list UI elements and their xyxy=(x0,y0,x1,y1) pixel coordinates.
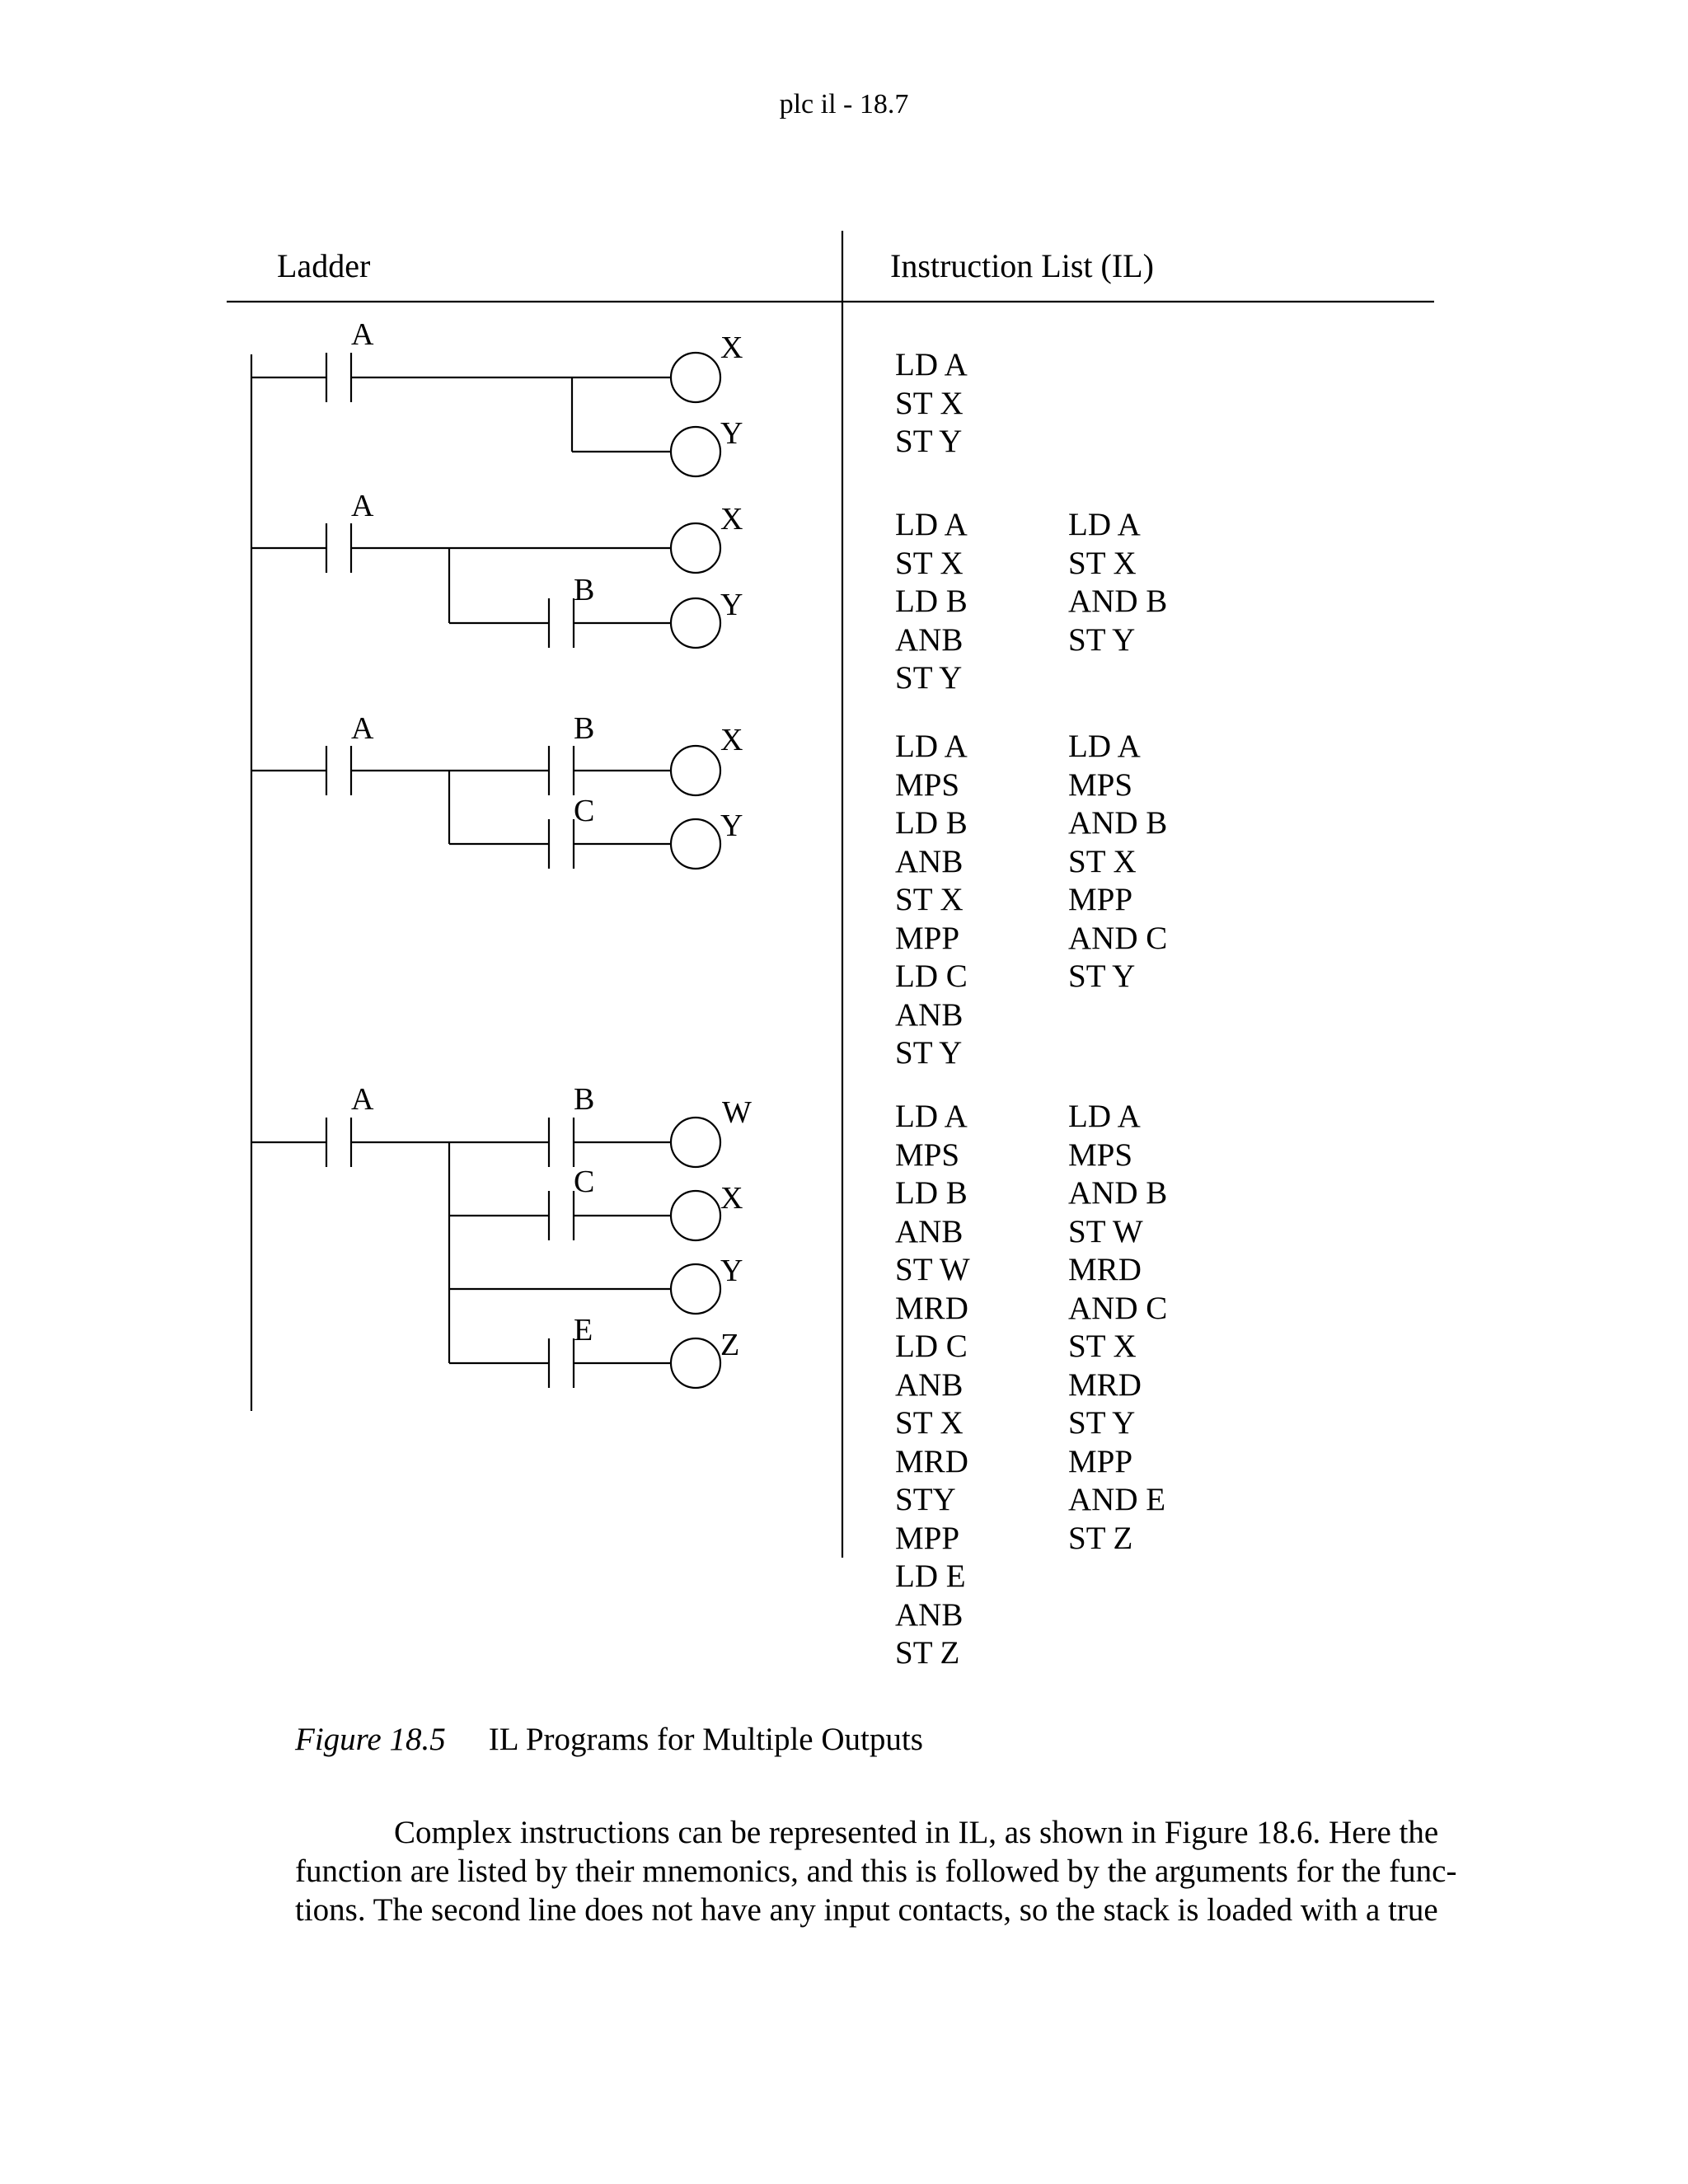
il-line: AND B xyxy=(1068,805,1168,841)
il-line: ANB xyxy=(895,1596,964,1633)
il-line: MPS xyxy=(1068,766,1133,803)
il-line: ST Y xyxy=(895,424,963,459)
il-line: MPS xyxy=(895,766,960,803)
il-line: ST Z xyxy=(1068,1520,1133,1556)
il-line: ST X xyxy=(895,545,964,581)
contact-label: E xyxy=(574,1313,593,1347)
il-line: AND C xyxy=(1068,920,1168,956)
il-program-3-col-b: LD A MPS AND B ST X MPP AND C ST Y xyxy=(1068,728,1167,996)
contact-label: C xyxy=(574,794,594,828)
il-line: MRD xyxy=(1068,1366,1142,1403)
page-header: plc il - 18.7 xyxy=(779,89,909,120)
il-line: ANB xyxy=(895,1366,964,1403)
il-line: LD E xyxy=(895,1558,966,1594)
coil-label: Y xyxy=(720,588,743,622)
coil-label: W xyxy=(722,1095,752,1130)
il-line: ST Z xyxy=(895,1635,960,1671)
il-line: MPP xyxy=(1068,1443,1133,1479)
rung-3 xyxy=(251,744,722,870)
il-program-4-col-b: LD A MPS AND B ST W MRD AND C ST X MRD S… xyxy=(1068,1098,1167,1558)
rung-2 xyxy=(251,522,722,649)
rung-4 xyxy=(251,1116,722,1390)
coil-label: X xyxy=(720,502,743,537)
body-paragraph: Complex instructions can be represented … xyxy=(295,1813,1459,1929)
il-line: ST X xyxy=(1068,1329,1137,1364)
il-line: MPP xyxy=(1068,882,1133,917)
il-line: ST X xyxy=(1068,545,1137,581)
contact-label: B xyxy=(574,711,594,746)
il-line: LD A xyxy=(1068,1099,1141,1134)
il-line: ANB xyxy=(895,621,964,658)
figure-number: Figure 18.5 xyxy=(295,1722,446,1757)
contact-label: B xyxy=(574,1082,594,1117)
il-line: LD A xyxy=(895,1099,968,1134)
il-line: AND C xyxy=(1068,1290,1168,1326)
il-line: LD B xyxy=(895,1175,968,1211)
coil-label: X xyxy=(720,723,743,757)
il-line: MRD xyxy=(895,1443,968,1479)
il-program-3-col-a: LD A MPS LD B ANB ST X MPP LD C ANB ST Y xyxy=(895,728,968,1073)
il-line: LD A xyxy=(895,507,968,542)
il-line: LD A xyxy=(1068,507,1141,542)
coil-label: X xyxy=(720,330,743,365)
il-line: ST Y xyxy=(1068,958,1136,994)
il-line: ST X xyxy=(1068,843,1137,879)
coil-label: Z xyxy=(720,1328,739,1362)
il-line: AND B xyxy=(1068,583,1168,619)
coil-label: Y xyxy=(720,416,743,451)
il-line: ST X xyxy=(895,1405,964,1441)
paragraph-line: tions. The second line does not have any… xyxy=(295,1892,1438,1928)
contact-label: A xyxy=(351,1082,374,1117)
il-line: LD A xyxy=(1068,729,1141,764)
il-line: LD B xyxy=(895,583,968,619)
il-line: ST Y xyxy=(895,660,963,696)
il-program-2-col-a: LD A ST X LD B ANB ST Y xyxy=(895,506,968,698)
il-line: STY xyxy=(895,1482,956,1517)
il-line: AND E xyxy=(1068,1482,1166,1517)
il-line: MPS xyxy=(895,1137,960,1173)
il-line: MPS xyxy=(1068,1137,1133,1173)
il-line: ANB xyxy=(895,1213,964,1249)
il-line: ST Y xyxy=(1068,1405,1136,1441)
figure-title: IL Programs for Multiple Outputs xyxy=(488,1722,923,1757)
contact-label: A xyxy=(351,711,374,746)
coil-label: X xyxy=(720,1181,743,1216)
rung-1 xyxy=(251,351,722,478)
contact-label: A xyxy=(351,489,374,523)
il-line: ST W xyxy=(1068,1213,1143,1249)
il-line: MRD xyxy=(895,1290,968,1326)
il-line: MRD xyxy=(1068,1252,1142,1287)
il-line: ST Y xyxy=(1068,621,1136,658)
figure-caption: Figure 18.5 IL Programs for Multiple Outp… xyxy=(295,1721,923,1758)
il-line: ANB xyxy=(895,996,964,1033)
il-line: LD C xyxy=(895,958,968,994)
contact-label: A xyxy=(351,317,374,352)
contact-label: B xyxy=(574,573,594,607)
il-line: ANB xyxy=(895,843,964,879)
il-program-2-col-b: LD A ST X AND B ST Y xyxy=(1068,506,1167,659)
il-line: LD C xyxy=(895,1329,968,1364)
il-line: ST X xyxy=(895,385,964,421)
il-heading: Instruction List (IL) xyxy=(890,247,1154,284)
il-line: AND B xyxy=(1068,1175,1168,1211)
coil-label: Y xyxy=(720,1254,743,1288)
coil-label: Y xyxy=(720,808,743,843)
il-line: MPP xyxy=(895,1520,960,1556)
paragraph-line: function are listed by their mnemonics, … xyxy=(295,1854,1457,1889)
il-program-4-col-a: LD A MPS LD B ANB ST W MRD LD C ANB ST X… xyxy=(895,1098,970,1673)
il-line: ST Y xyxy=(895,1035,963,1071)
il-line: ST W xyxy=(895,1252,970,1287)
il-line: LD B xyxy=(895,805,968,841)
il-line: LD A xyxy=(895,729,968,764)
paragraph-line: Complex instructions can be represented … xyxy=(394,1815,1439,1850)
contact-label: C xyxy=(574,1165,594,1199)
il-program-1-col-a: LD A ST X ST Y xyxy=(895,346,968,462)
il-line: ST X xyxy=(895,882,964,917)
il-line: MPP xyxy=(895,920,960,956)
ladder-heading: Ladder xyxy=(277,247,370,284)
il-line: LD A xyxy=(895,347,968,382)
